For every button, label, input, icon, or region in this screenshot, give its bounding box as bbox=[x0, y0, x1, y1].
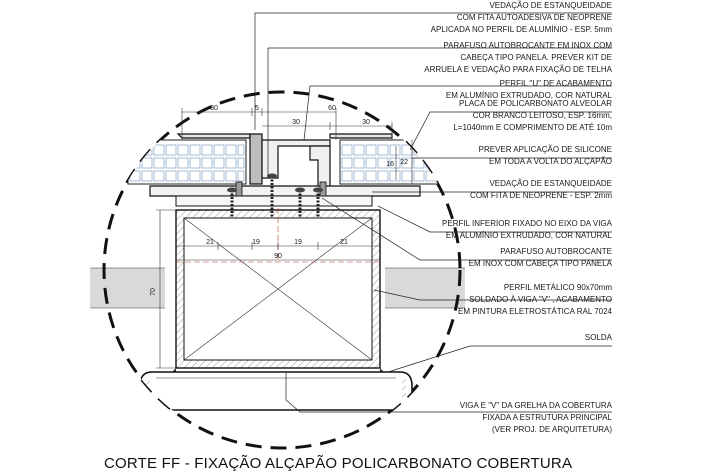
dim-top-gap: 5 bbox=[255, 105, 259, 112]
annotation-line: ARRUELA E VEDAÇÃO PARA FIXAÇÃO DE TELHA bbox=[424, 65, 612, 74]
annotation-line: EM INOX COM CABEÇA TIPO PANELA bbox=[469, 259, 613, 268]
metal-profile-90x70 bbox=[175, 208, 381, 369]
annotation-line: PARAFUSO AUTOBROCANTE EM INOX COM bbox=[443, 41, 612, 50]
dim-width-total: 90 bbox=[274, 253, 282, 260]
dim-top-right: 60 bbox=[328, 105, 336, 112]
annotation-line: PERFIL "U" DE ACABAMENTO bbox=[500, 79, 612, 88]
annotation-line: CABEÇA TIPO PANELA. PREVER KIT DE bbox=[460, 53, 612, 62]
dim-inner-4: 21 bbox=[340, 239, 348, 246]
dim-plate-b: 22 bbox=[400, 159, 408, 166]
dim-inner-2: 19 bbox=[252, 239, 260, 246]
detail-circle bbox=[102, 90, 462, 450]
dim-mid-right: 30 bbox=[362, 119, 370, 126]
annotation-line: PLACA DE POLICARBONATO ALVEOLAR bbox=[459, 99, 612, 108]
annotation-line: VEDAÇÃO DE ESTANQUEIDADE bbox=[489, 1, 612, 10]
annotation-line: COM FITA AUTOADESIVA DE NEOPRENE bbox=[457, 13, 612, 22]
annotation-line: EM TODA A VOLTA DO ALÇAPÃO bbox=[489, 157, 612, 166]
annotation-line: SOLDA bbox=[585, 333, 613, 342]
leader-lines bbox=[254, 12, 612, 413]
dim-inner-3: 19 bbox=[294, 239, 302, 246]
annotation-line: EM ALUMÍNIO EXTRUDADO, COR NATURAL bbox=[446, 91, 613, 100]
annotation-line: FIXADA A ESTRUTURA PRINCIPAL bbox=[482, 413, 612, 422]
annotation-line: VEDAÇÃO DE ESTANQUEIDADE bbox=[489, 179, 612, 188]
annotations: VEDAÇÃO DE ESTANQUEIDADE COM FITA AUTOADE… bbox=[424, 1, 612, 434]
dim-plate-a: 16 bbox=[386, 161, 394, 168]
dim-height-total: 70 bbox=[150, 288, 157, 296]
annotation-line: EM PINTURA ELETROSTÁTICA RAL 7024 bbox=[458, 307, 613, 316]
annotation-line: APLICADA NO PERFIL DE ALUMÍNIO - ESP. 5m… bbox=[431, 25, 613, 34]
annotation-line: PERFIL METÁLICO 90x70mm bbox=[504, 283, 613, 292]
annotation-line: PERFIL INFERIOR FIXADO NO EIXO DA VIGA bbox=[442, 219, 613, 228]
v-beam bbox=[139, 371, 413, 411]
dim-inner-1: 21 bbox=[206, 239, 214, 246]
dimension-lines bbox=[156, 108, 413, 369]
annotation-line: VIGA E "V" DA GRELHA DA COBERTURA bbox=[460, 401, 613, 410]
annotation-line: (VER PROJ. DE ARQUITETURA) bbox=[492, 425, 612, 434]
annotation-line: PARAFUSO AUTOBROCANTE bbox=[500, 247, 612, 256]
annotation-line: COR BRANCO LEITOSO, ESP. 16mm, bbox=[473, 111, 612, 120]
annotation-line: PREVER APLICAÇÃO DE SILICONE bbox=[479, 145, 612, 154]
dimension-labels: 30 5 60 30 30 16 22 21 19 19 21 90 70 bbox=[150, 105, 408, 296]
dim-mid-left: 30 bbox=[292, 119, 300, 126]
roof-background bbox=[90, 267, 465, 309]
dim-top-left: 30 bbox=[210, 105, 218, 112]
drawing-title: CORTE FF - FIXAÇÃO ALÇAPÃO POLICARBONATO… bbox=[104, 455, 572, 472]
annotation-line: EM ALUMÍNIO EXTRUDADO, COR NATURAL bbox=[446, 231, 613, 240]
polycarbonate-plate-left bbox=[127, 139, 247, 185]
annotation-line: SOLDADO À VIGA "V" , ACABAMENTO bbox=[469, 295, 612, 304]
lower-aluminium-profile bbox=[149, 181, 421, 207]
annotation-line: COM FITA DE NEOPRENE - ESP. 2mm bbox=[470, 191, 612, 200]
annotation-line: L=1040mm E COMPRIMENTO DE ATÉ 10m bbox=[453, 123, 612, 132]
